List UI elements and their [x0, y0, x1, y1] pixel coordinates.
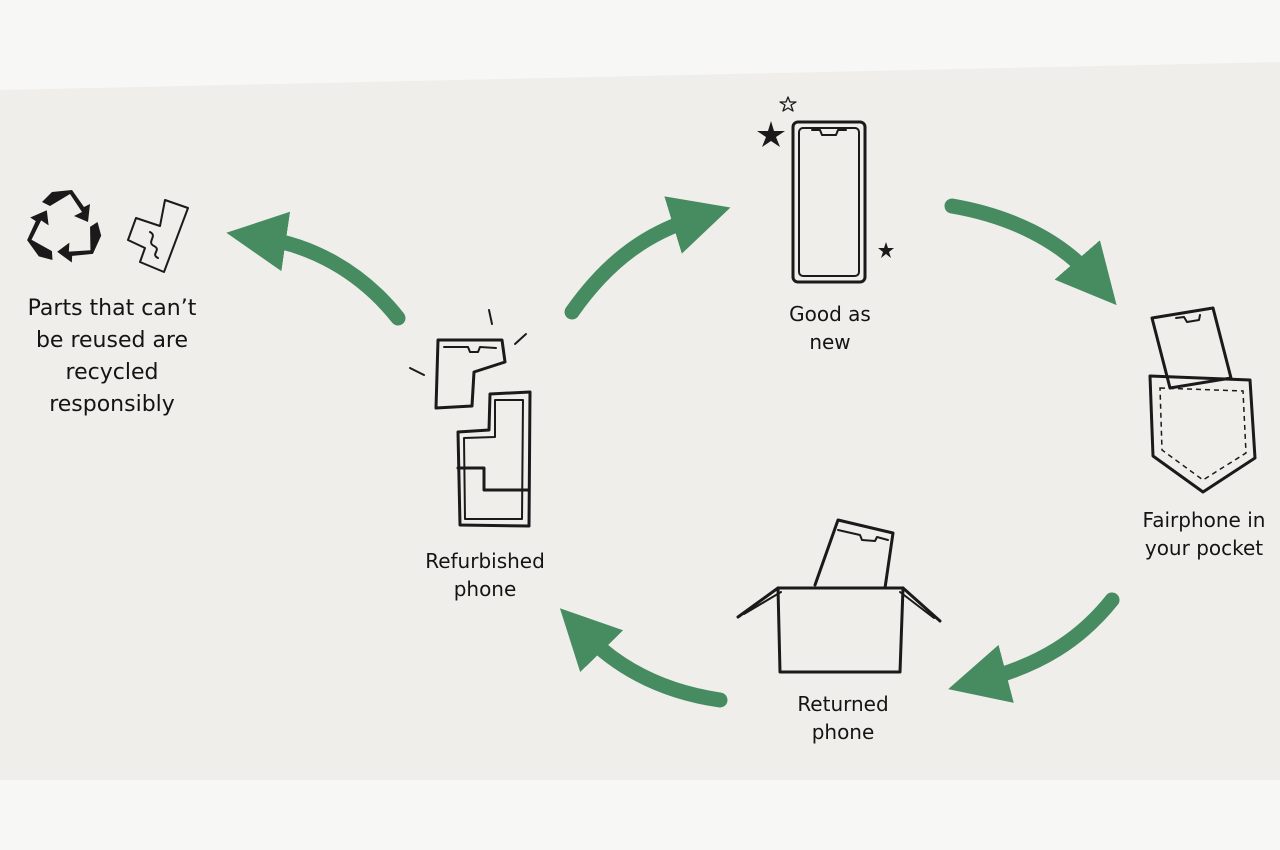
label-returned-phone: Returned phone: [773, 690, 913, 746]
arrow-pocket-to-returned: [948, 592, 1120, 703]
broken-phone-icon: [409, 309, 532, 528]
label-good-as-new: Good as new: [760, 300, 900, 356]
label-line: recycled: [65, 360, 159, 385]
phone-in-box-icon: [736, 518, 942, 674]
sparkling-phone-icon: [757, 96, 894, 284]
recycle-icon: [27, 190, 102, 263]
phone-fragment-icon: [127, 199, 189, 273]
label-line: Refurbished: [425, 549, 545, 573]
label-line: new: [809, 330, 851, 354]
background-panel: [0, 62, 1280, 780]
phone-in-pocket-icon: [1148, 306, 1257, 494]
label-line: Fairphone in: [1142, 508, 1266, 532]
label-line: responsibly: [49, 392, 175, 417]
arrow-refurbished-to-recycle: [226, 211, 406, 326]
cycle-arrows: [226, 196, 1120, 708]
label-line: Good as: [789, 302, 871, 326]
label-line: your pocket: [1144, 536, 1264, 560]
arrow-refurbished-to-good-as-new: [564, 196, 731, 320]
label-line: phone: [811, 720, 875, 744]
label-refurbished-phone: Refurbished phone: [405, 547, 565, 603]
label-line: Parts that can’t: [27, 296, 197, 321]
arrow-good-as-new-to-pocket: [944, 198, 1117, 306]
label-line: phone: [453, 577, 517, 601]
label-fairphone-in-pocket: Fairphone in your pocket: [1130, 506, 1278, 562]
label-line: be reused are: [35, 328, 189, 353]
arrow-returned-to-refurbished: [559, 608, 728, 708]
label-recycled-parts: Parts that can’t be reused are recycled …: [12, 293, 212, 421]
label-line: Returned: [797, 692, 889, 716]
